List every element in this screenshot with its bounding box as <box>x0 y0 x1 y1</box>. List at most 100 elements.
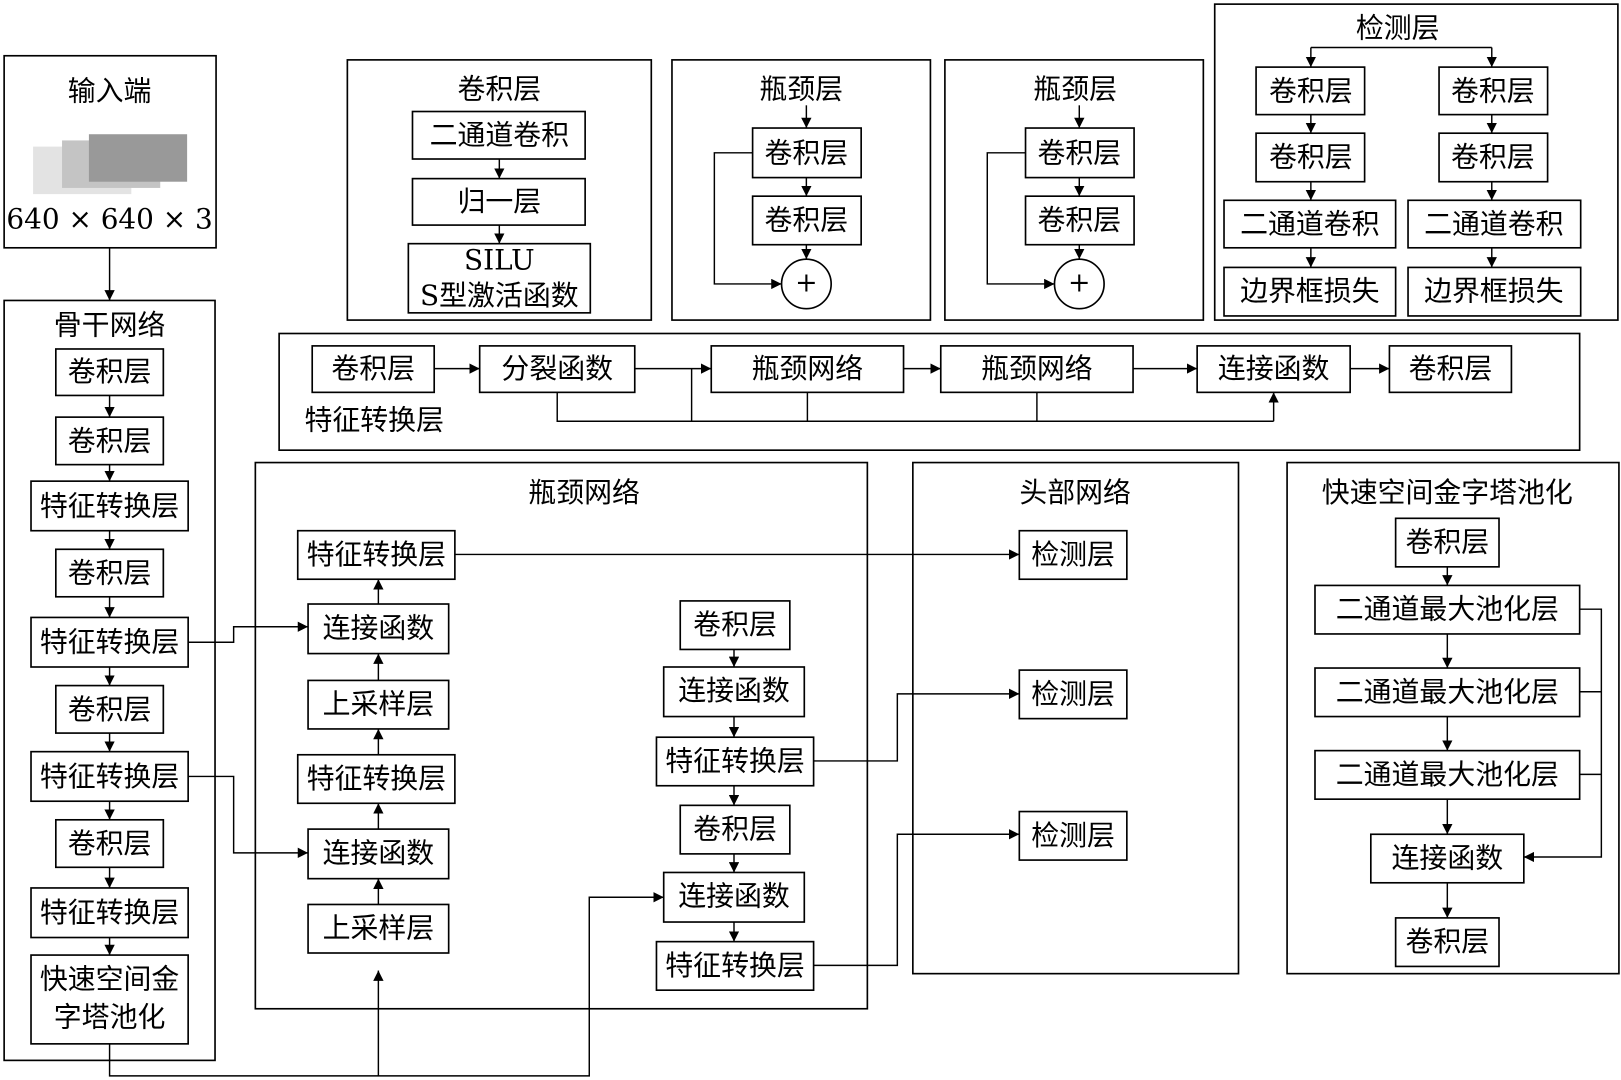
sppf-maxpool-2 <box>1314 667 1581 718</box>
input-image-layer-front <box>88 134 188 182</box>
detect-right-conv2d <box>1407 199 1582 249</box>
c2f-item-label: 连接函数 <box>1218 352 1330 385</box>
detect-right-label: 卷积层 <box>1451 74 1535 107</box>
bottleneck-a-section: 瓶颈层 卷积层 卷积层 + <box>671 59 932 321</box>
detect-left-conv2d <box>1223 199 1397 249</box>
sppf-item-label: 连接函数 <box>1392 842 1504 875</box>
detect-right-conv-2 <box>1438 132 1549 183</box>
neck-left-label: 上采样层 <box>323 912 435 945</box>
neck-right-label: 卷积层 <box>693 608 777 641</box>
backbone-conv-4 <box>54 684 165 734</box>
neck-left-label: 连接函数 <box>323 836 435 869</box>
neck-left-upsample-top <box>307 679 450 730</box>
bottleneck-a-conv1-label: 卷积层 <box>765 136 849 169</box>
neck-left-upsample-bottom <box>307 903 450 954</box>
conv-block-norm <box>411 177 586 226</box>
detect-left-label: 卷积层 <box>1269 74 1353 107</box>
detect-left-label: 卷积层 <box>1269 140 1353 173</box>
neck-left-label: 特征转换层 <box>307 538 446 571</box>
sppf-section: 快速空间金字塔池化 卷积层 二通道最大池化层 二通道最大池化层 二通道最大池化层… <box>1286 461 1620 975</box>
backbone-item-label: 特征转换层 <box>40 896 179 929</box>
bottleneck-a-title: 瓶颈层 <box>759 72 843 105</box>
sppf-title: 快速空间金字塔池化 <box>1322 476 1573 509</box>
backbone-item-label: 卷积层 <box>68 557 152 590</box>
bottleneck-b-conv1-label: 卷积层 <box>1037 136 1121 169</box>
backbone-sppf <box>30 954 189 1045</box>
bottleneck-a-frame <box>671 59 932 321</box>
neck-left-c2f-bottom <box>296 753 456 805</box>
neck-right-c2f-top <box>655 736 815 787</box>
neck-section: 瓶颈网络 特征转换层 连接函数 上采样层 特征转换层 连接函数 上采样层 卷积层… <box>254 461 869 1010</box>
backbone-c2f-1 <box>30 480 189 532</box>
neck-right-label: 卷积层 <box>693 813 777 846</box>
detect-block-title: 检测层 <box>1356 11 1440 44</box>
backbone-to-neck-connector-bottom <box>188 775 309 859</box>
detect-right-conv-1 <box>1438 66 1549 116</box>
backbone-item-label: 卷积层 <box>68 827 152 860</box>
c2f-conv-in <box>311 345 436 394</box>
detect-left-label: 二通道卷积 <box>1240 208 1379 241</box>
head-item-label: 检测层 <box>1031 819 1115 852</box>
head-section: 头部网络 检测层 检测层 检测层 <box>912 461 1240 975</box>
neck-right-conv-bottom <box>679 804 791 855</box>
neck-to-head-connector-2 <box>813 688 1020 762</box>
bottleneck-b-section: 瓶颈层 卷积层 卷积层 + <box>944 59 1205 321</box>
neck-frame <box>254 461 869 1010</box>
sppf-item-label: 卷积层 <box>1405 925 1489 958</box>
c2f-item-label: 瓶颈网络 <box>752 352 864 385</box>
bottleneck-a-skip-connection <box>713 152 782 290</box>
bottleneck-a-add-symbol: + <box>795 267 818 298</box>
bottleneck-b-conv-2 <box>1024 195 1135 246</box>
sppf-conv-in <box>1394 517 1500 568</box>
neck-right-label: 连接函数 <box>678 674 790 707</box>
bottleneck-b-add-symbol: + <box>1068 267 1091 298</box>
sppf-frame <box>1286 461 1620 975</box>
head-detect-2 <box>1018 669 1128 720</box>
backbone-title: 骨干网络 <box>54 309 166 342</box>
backbone-item-label: 特征转换层 <box>40 626 179 659</box>
bottleneck-b-conv2-label: 卷积层 <box>1037 203 1121 236</box>
neck-right-concat-top <box>662 666 806 718</box>
detect-left-conv-1 <box>1255 66 1366 116</box>
conv-block-item-label: 归一层 <box>457 185 541 218</box>
backbone-section: 骨干网络 卷积层 卷积层 特征转换层 卷积层 特征转换层 卷积层 特征转换层 卷… <box>3 299 216 1062</box>
conv-block-activation-line1: SILU <box>464 244 535 277</box>
backbone-to-neck-connector-top <box>188 621 309 643</box>
head-item-label: 检测层 <box>1031 538 1115 571</box>
detect-block-section: 检测层 卷积层 卷积层 二通道卷积 边界框损失 卷积层 卷积层 二通道卷积 边界… <box>1213 3 1619 321</box>
neck-right-label: 连接函数 <box>678 880 790 913</box>
bottleneck-b-frame <box>944 59 1205 321</box>
sppf-concat-bus <box>1523 608 1603 863</box>
sppf-item-label: 二通道最大池化层 <box>1336 758 1559 791</box>
input-size-label: 640 × 640 × 3 <box>6 202 212 235</box>
detect-left-label: 边界框损失 <box>1240 275 1380 308</box>
bottleneck-a-conv-1 <box>751 127 862 179</box>
conv-block-conv2d <box>411 110 586 160</box>
c2f-section: 特征转换层 卷积层 分裂函数 瓶颈网络 瓶颈网络 连接函数 卷积层 <box>278 332 1581 451</box>
detect-right-label: 边界框损失 <box>1424 275 1564 308</box>
backbone-conv-3 <box>54 548 165 598</box>
conv-block-frame <box>346 59 653 321</box>
detect-right-bbox-loss <box>1407 266 1582 317</box>
backbone-item-label: 特征转换层 <box>40 489 179 522</box>
c2f-item-label: 瓶颈网络 <box>981 352 1093 385</box>
input-title: 输入端 <box>68 74 152 107</box>
neck-right-label: 特征转换层 <box>665 949 804 982</box>
bottleneck-b-skip-connection <box>986 152 1055 290</box>
detect-left-conv-2 <box>1255 132 1366 183</box>
c2f-item-label: 分裂函数 <box>501 352 613 385</box>
sppf-item-label: 卷积层 <box>1405 526 1489 559</box>
neck-title: 瓶颈网络 <box>528 476 640 509</box>
conv-block-activation <box>407 242 592 314</box>
c2f-frame <box>278 332 1581 451</box>
c2f-item-label: 卷积层 <box>331 352 415 385</box>
neck-right-conv-top <box>679 600 791 651</box>
neck-left-label: 连接函数 <box>323 611 435 644</box>
head-item-label: 检测层 <box>1031 677 1115 710</box>
backbone-sppf-label-line2: 字塔池化 <box>54 1001 166 1034</box>
backbone-item-label: 特征转换层 <box>40 760 179 793</box>
bottleneck-b-title: 瓶颈层 <box>1033 72 1117 105</box>
bottleneck-b-conv-1 <box>1024 127 1135 179</box>
backbone-c2f-4 <box>30 887 189 939</box>
head-title: 头部网络 <box>1019 476 1131 509</box>
